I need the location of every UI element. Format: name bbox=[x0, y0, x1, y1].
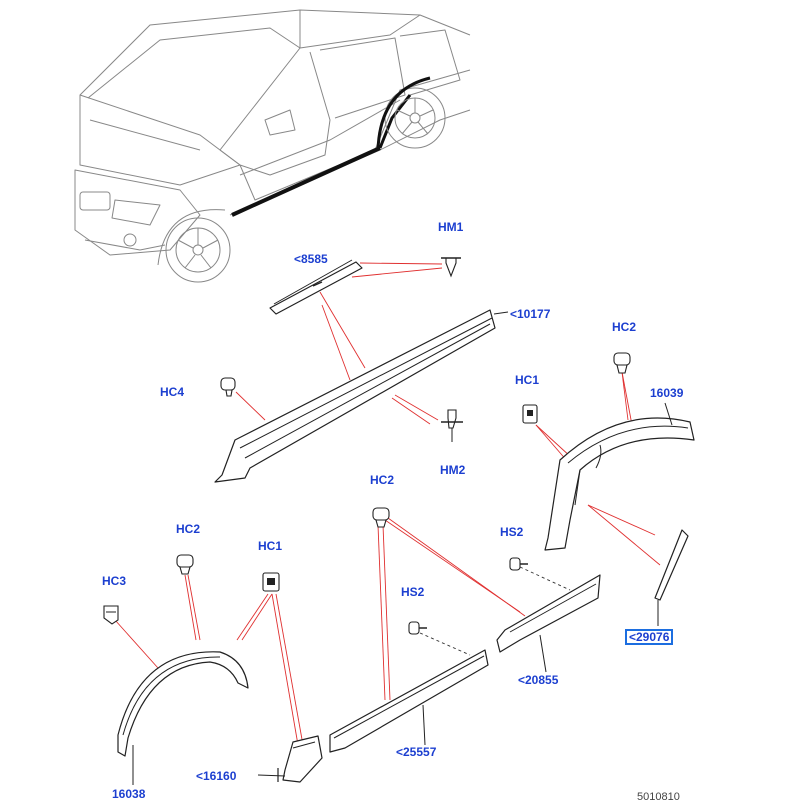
hc2-clip-middle bbox=[372, 507, 390, 528]
part-16160 bbox=[257, 735, 323, 783]
hc4-clip bbox=[220, 377, 236, 397]
part-25557 bbox=[329, 649, 489, 753]
callout-hc2-middle: HC2 bbox=[370, 473, 395, 487]
hc1-clip-right bbox=[522, 404, 538, 424]
callout-20855: <20855 bbox=[518, 673, 559, 687]
callout-hc1-left: HC1 bbox=[258, 539, 283, 553]
part-16038 bbox=[117, 651, 249, 785]
callout-hc2-left: HC2 bbox=[176, 522, 201, 536]
callout-hs2-middle: HS2 bbox=[401, 585, 425, 599]
callout-hc2-right: HC2 bbox=[612, 320, 637, 334]
part-16039 bbox=[544, 402, 695, 551]
part-10177 bbox=[214, 309, 496, 483]
callout-hc4: HC4 bbox=[160, 385, 185, 399]
callout-hm1: HM1 bbox=[438, 220, 464, 234]
callout-25557: <25557 bbox=[396, 745, 437, 759]
callout-16039: 16039 bbox=[650, 386, 684, 400]
hs2-fastener-right bbox=[509, 557, 528, 571]
hc3-clip bbox=[103, 605, 119, 625]
callout-hs2-right: HS2 bbox=[500, 525, 524, 539]
callout-hc1-right: HC1 bbox=[515, 373, 540, 387]
callout-hc3: HC3 bbox=[102, 574, 127, 588]
callout-16160: <16160 bbox=[196, 769, 237, 783]
callout-8585: <8585 bbox=[294, 252, 328, 266]
part-29076 bbox=[654, 529, 689, 601]
part-20855 bbox=[496, 574, 601, 653]
hm2-fastener bbox=[441, 409, 463, 442]
callout-10177: <10177 bbox=[510, 307, 551, 321]
hc2-clip-left bbox=[176, 554, 194, 575]
parts bbox=[103, 257, 695, 785]
diagram-code: 5010810 bbox=[637, 791, 680, 803]
callout-16038: 16038 bbox=[112, 787, 146, 801]
callout-hm2: HM2 bbox=[440, 463, 466, 477]
leader-lines bbox=[114, 262, 661, 746]
callout-29076: <29076 bbox=[625, 629, 674, 645]
hs2-fastener-middle bbox=[408, 621, 427, 635]
vehicle-illustration bbox=[74, 9, 471, 283]
hc1-clip-left bbox=[262, 572, 280, 592]
hm1-fastener bbox=[441, 257, 461, 278]
hc2-clip-right bbox=[613, 352, 631, 374]
part-8585 bbox=[269, 261, 363, 315]
